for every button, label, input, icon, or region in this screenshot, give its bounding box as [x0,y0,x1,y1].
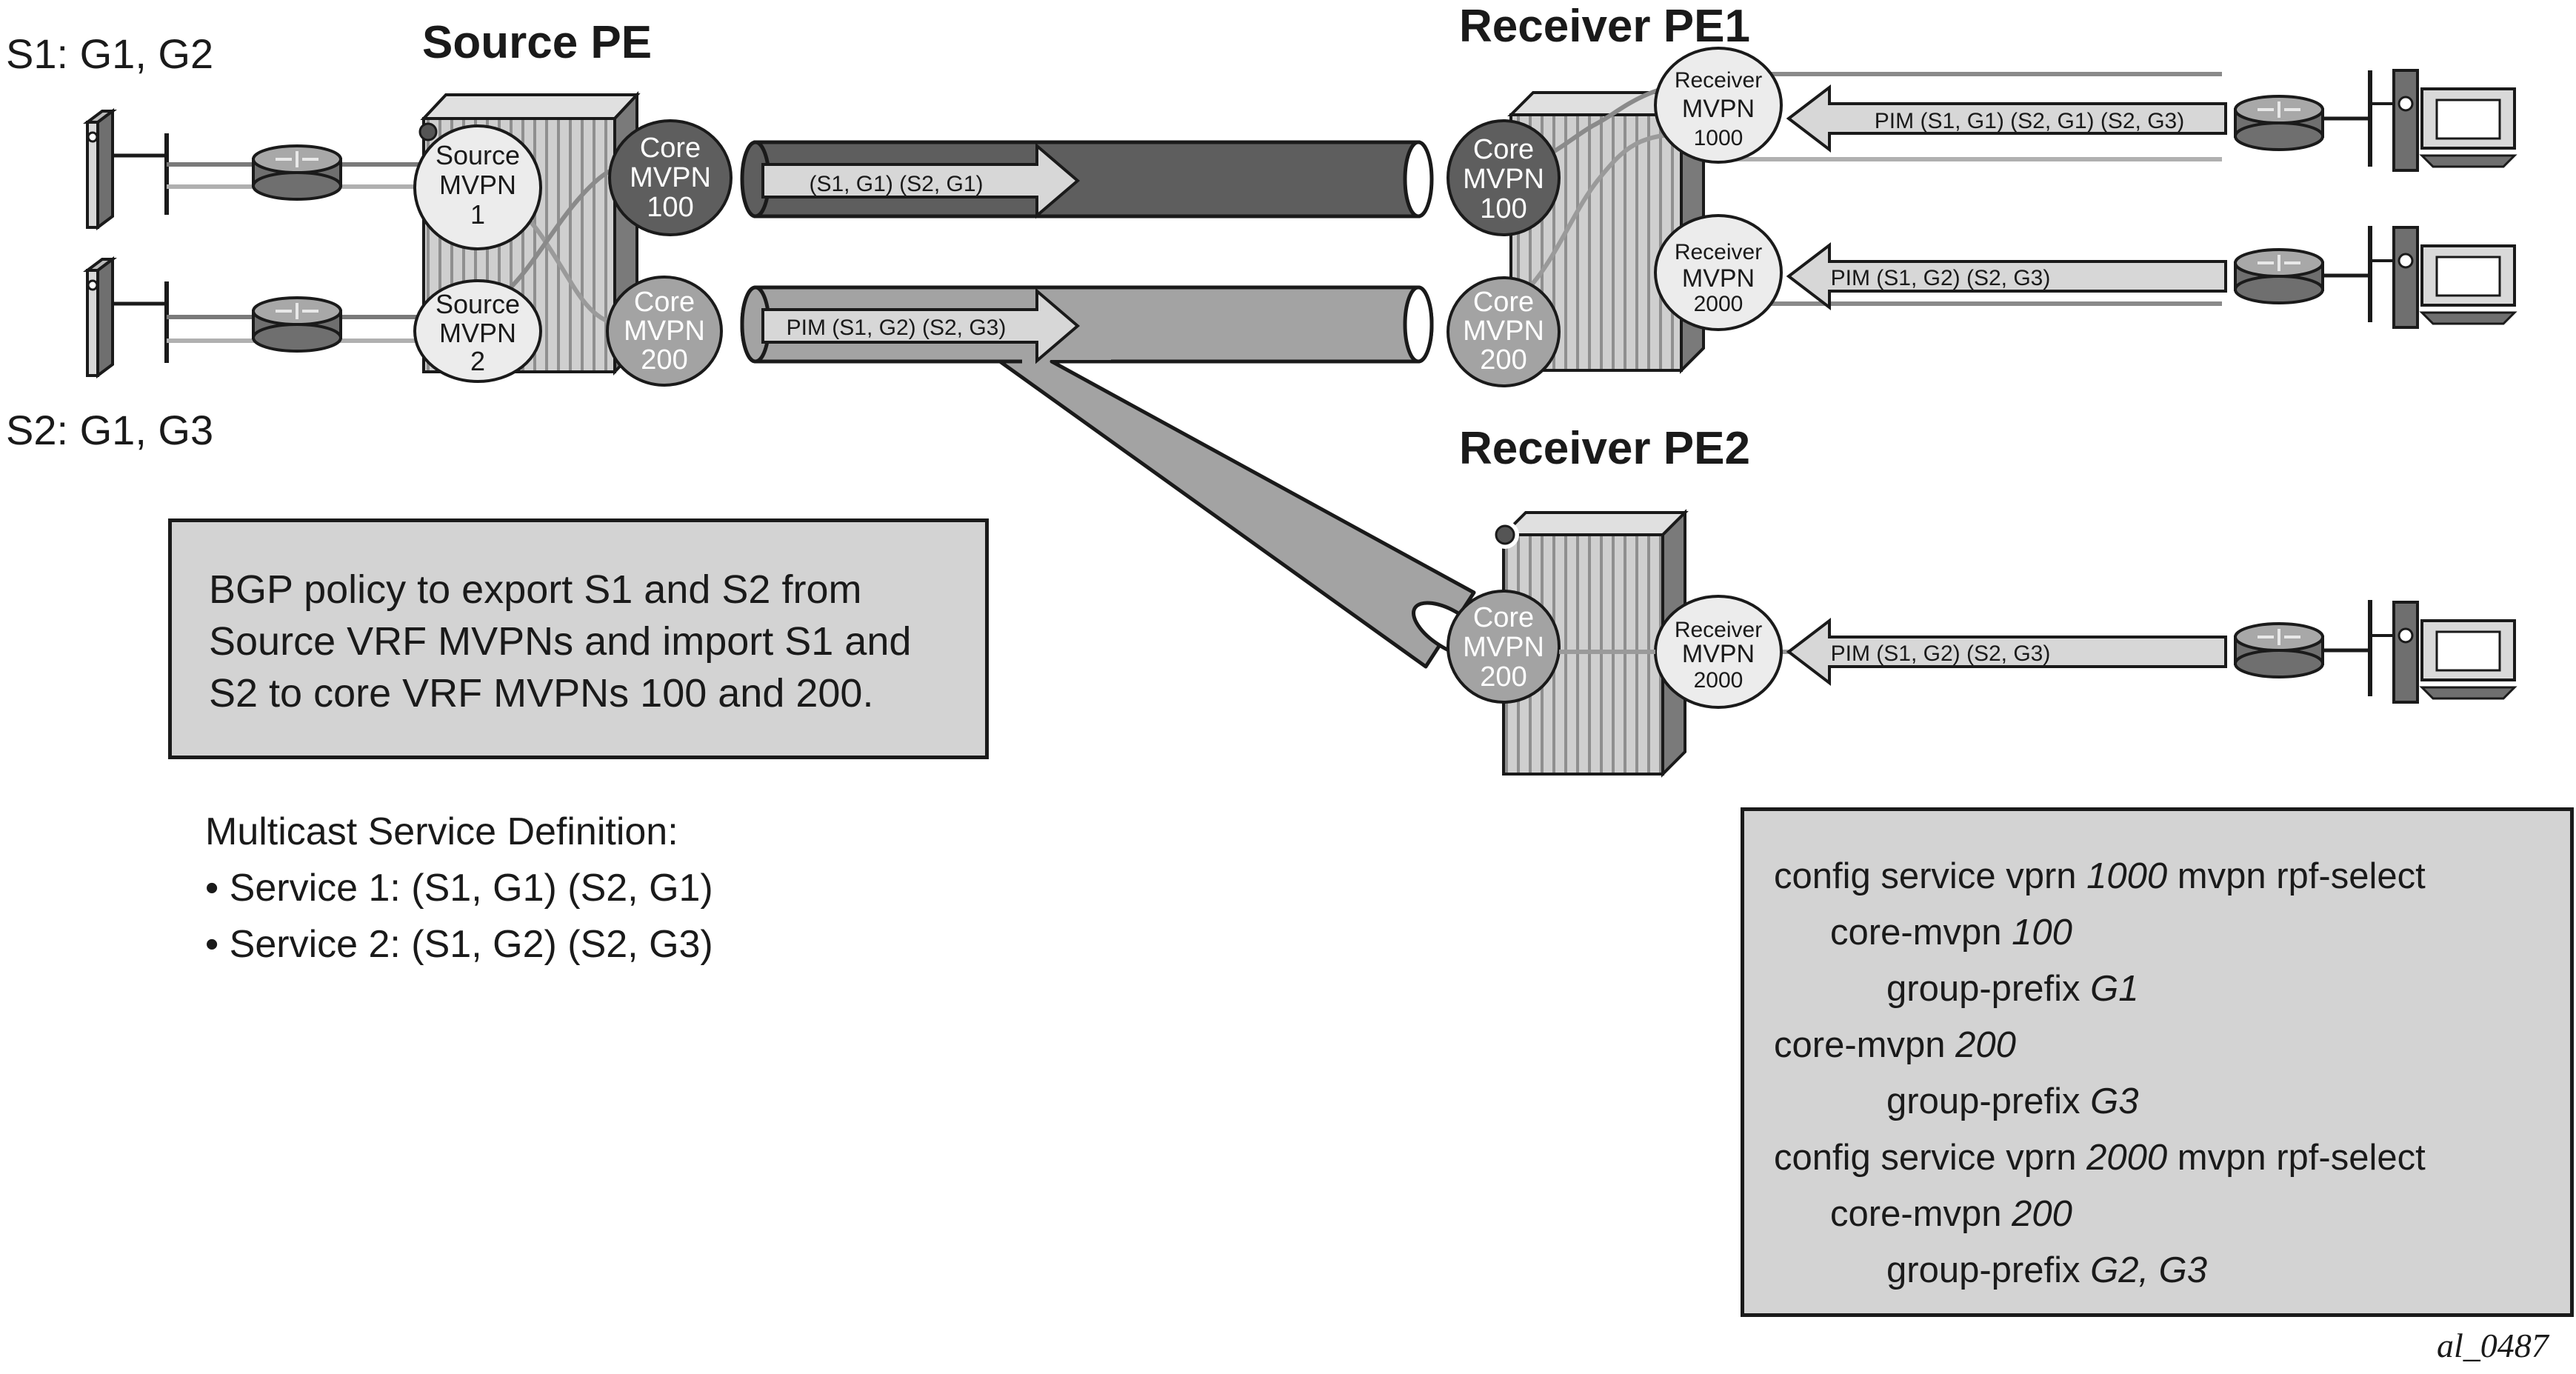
core-200-pe2-line2: MVPN [1463,632,1544,663]
core-200-pe2-line3: 200 [1480,661,1526,693]
source-mvpn-1-line3: 1 [470,199,485,230]
config-line: group-prefix G2, G3 [1886,1250,2208,1290]
source-pe-title: Source PE [422,17,653,68]
join-arrow-2000-pe2: PIM (S1, G2) (S2, G3) [1786,617,2227,687]
receiver-1000-line3: 1000 [1694,126,1744,150]
core-100-pe1-line2: MVPN [1463,164,1544,195]
core-200-src-line3: 200 [641,344,687,376]
core-200-pe2-line1: Core [1473,602,1534,633]
receiver-2000-pe1-line3: 2000 [1694,292,1744,316]
core-100-src-line1: Core [640,133,701,164]
core-mvpn-200-source-node: Core MVPN 200 [606,276,723,387]
core-100-pe1-line1: Core [1473,134,1534,165]
tunnel-100-flow-arrow: (S1, G1) (S2, G1) [761,142,1081,219]
core-100-pe1-line3: 100 [1480,193,1526,224]
receiver-router-3 [2234,622,2324,678]
config-line: group-prefix G3 [1886,1081,2139,1121]
receiver-host-3 [2370,601,2517,704]
join-arrow-1000: PIM (S1, G1) (S2, G1) (S2, G3) [1786,84,2227,153]
core-100-src-line3: 100 [647,192,693,223]
receiver-pe2-title: Receiver PE2 [1459,423,1750,474]
receiver-2000-pe2-line1: Receiver [1675,618,1762,642]
source-server-1 [83,108,117,230]
core-mvpn-100-pe1-node: Core MVPN 100 [1447,119,1561,236]
source-router-2 [252,296,342,353]
receiver-2000-pe1-line2: MVPN [1682,264,1755,293]
bgp-note-line: S2 to core VRF MVPNs 100 and 200. [209,671,874,716]
config-line: config service vprn 1000 mvpn rpf-select [1774,856,2426,896]
service-item: • Service 1: (S1, G1) (S2, G1) [205,867,713,910]
config-line: config service vprn 2000 mvpn rpf-select [1774,1138,2426,1178]
source-mvpn-1-line2: MVPN [439,170,516,200]
source-mvpn-1-line1: Source [436,140,520,170]
source-router-1 [252,144,342,201]
join-2000-pe1-label: PIM (S1, G2) (S2, G3) [1831,266,2051,290]
tunnel-200-flow-arrow: PIM (S1, G2) (S2, G3) [761,287,1081,364]
receiver-2000-pe2-line3: 2000 [1694,668,1744,693]
source-s1-label: S1: G1, G2 [6,30,214,77]
core-200-pe1-line2: MVPN [1463,316,1544,347]
tunnel-200-flow-label: PIM (S1, G2) (S2, G3) [787,316,1007,340]
receiver-host-2 [2370,226,2517,329]
figure-id: al_0487 [2437,1327,2549,1364]
receiver-2000-pe2-line2: MVPN [1682,640,1755,668]
bgp-note-line: BGP policy to export S1 and S2 from [209,567,862,612]
config-commands-box: config service vprn 1000 mvpn rpf-select… [1741,807,2574,1317]
core-200-src-line1: Core [634,287,695,318]
receiver-mvpn-2000-pe2-node: Receiver MVPN 2000 [1654,595,1783,709]
receiver-pe1-title: Receiver PE1 [1459,1,1750,52]
receiver-router-1 [2234,95,2324,151]
source-mvpn-2-node: Source MVPN 2 [413,279,542,383]
core-200-pe1-line1: Core [1473,287,1534,318]
source-mvpn-2-line2: MVPN [439,318,516,348]
join-1000-label: PIM (S1, G1) (S2, G1) (S2, G3) [1875,109,2184,133]
receiver-2000-pe1-line1: Receiver [1675,240,1762,264]
config-line: core-mvpn 200 [1774,1025,2016,1065]
core-mvpn-200-pe1-node: Core MVPN 200 [1447,276,1561,387]
receiver-router-2 [2234,248,2324,304]
core-200-pe1-line3: 200 [1480,344,1526,376]
join-2000-pe2-label: PIM (S1, G2) (S2, G3) [1831,641,2051,666]
receiver-mvpn-1000-node: Receiver MVPN 1000 [1654,47,1783,164]
receiver-host-1 [2370,69,2517,172]
core-200-src-line2: MVPN [624,316,705,347]
bgp-note-line: Source VRF MVPNs and import S1 and [209,619,912,664]
config-line: group-prefix G1 [1886,969,2139,1009]
config-line: core-mvpn 100 [1830,913,2072,953]
service-item: • Service 2: (S1, G2) (S2, G3) [205,923,713,966]
source-mvpn-2-line1: Source [436,289,520,319]
receiver-mvpn-2000-pe1-node: Receiver MVPN 2000 [1654,214,1783,331]
receiver-1000-line1: Receiver [1675,68,1762,93]
multicast-service-definition: Multicast Service Definition: • Service … [205,804,713,973]
service-definition-title: Multicast Service Definition: [205,810,678,853]
source-server-2 [83,256,117,378]
core-mvpn-200-pe2-node: Core MVPN 200 [1447,590,1561,704]
source-mvpn-1-node: Source MVPN 1 [413,124,542,250]
core-mvpn-100-source-node: Core MVPN 100 [608,119,733,236]
bgp-policy-note: BGP policy to export S1 and S2 from Sour… [168,518,989,759]
source-mvpn-2-line3: 2 [470,346,485,376]
config-line: core-mvpn 200 [1830,1194,2072,1234]
join-arrow-2000-pe1: PIM (S1, G2) (S2, G3) [1786,241,2227,311]
core-100-src-line2: MVPN [630,162,711,193]
receiver-1000-line2: MVPN [1682,95,1755,123]
tunnel-100-flow-label: (S1, G1) (S2, G1) [809,172,983,196]
source-s2-label: S2: G1, G3 [6,407,214,453]
